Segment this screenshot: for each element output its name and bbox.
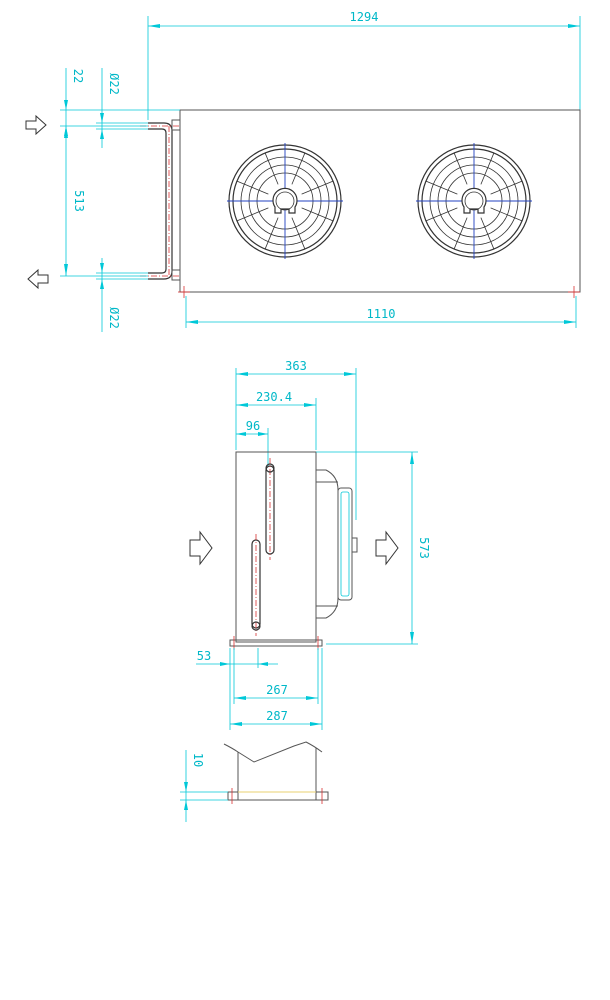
- dim-pipe-diameter-top-text: Ø22: [107, 73, 121, 95]
- dim-pipe-diameter-bottom: Ø22: [96, 258, 148, 332]
- dim-foot-outer: 287: [230, 648, 323, 730]
- dim-connection-offset-text: 22: [71, 69, 85, 83]
- airflow-arrow-icon: [189, 530, 213, 566]
- dim-foot-offset-text: 53: [197, 649, 211, 663]
- dim-foot-offset: 53: [196, 648, 278, 730]
- fan-guard-part: [453, 152, 468, 185]
- fan-guard-part: [464, 191, 484, 211]
- fan-guard-part: [480, 152, 495, 185]
- fan-guard-part: [480, 217, 495, 250]
- pipe-header: [140, 119, 181, 281]
- dim-height-text: 573: [417, 537, 431, 559]
- housing-side: [235, 451, 317, 643]
- dim-body-length-text: 1110: [367, 307, 396, 321]
- fan-guard-part: [236, 207, 269, 222]
- airflow-arrow-icon: [27, 268, 49, 290]
- dim-side-depth-body-text: 230.4: [256, 390, 292, 404]
- fan-guard-part: [425, 180, 458, 195]
- foot-detail-view: 10: [180, 741, 329, 822]
- dim-pipe-position-text: 96: [246, 419, 260, 433]
- dim-foot-outer-text: 287: [266, 709, 288, 723]
- dim-overall-length: 1294: [147, 10, 581, 120]
- fan-guard-part: [275, 191, 295, 211]
- mounting-foot: [229, 639, 323, 647]
- top-view: 1294 22: [25, 10, 581, 332]
- dim-foot-thickness-text: 10: [191, 753, 205, 767]
- fan-guard-part: [236, 180, 269, 195]
- fan-guard-part: [264, 152, 279, 185]
- dim-foot-inner: 267: [233, 648, 319, 704]
- dim-pipe-diameter-bottom-text: Ø22: [107, 307, 121, 329]
- dim-foot-thickness: 10: [180, 750, 228, 822]
- fan-guard-part: [291, 152, 306, 185]
- side-pipes: [251, 458, 275, 636]
- fan-guard-part: [490, 180, 523, 195]
- dim-body-length: 1110: [185, 296, 577, 328]
- fan-guard-part: [264, 217, 279, 250]
- dim-side-depth-text: 363: [285, 359, 307, 373]
- dim-side-depth: 363: [235, 359, 357, 520]
- dim-connection-spacing: 513: [60, 126, 148, 277]
- dim-height: 573: [316, 451, 431, 645]
- airflow-arrow-icon: [375, 530, 399, 566]
- fan-guard-part: [291, 217, 306, 250]
- fan-guard-part: [453, 217, 468, 250]
- dim-side-depth-body: 230.4: [236, 390, 317, 450]
- dim-connection-spacing-text: 513: [72, 190, 86, 212]
- side-view: 363 230.4 96: [189, 359, 431, 730]
- fan-guard-part: [301, 207, 334, 222]
- airflow-arrow-icon: [25, 114, 47, 136]
- fan-guard-part: [425, 207, 458, 222]
- dim-foot-inner-text: 267: [266, 683, 288, 697]
- fan-guard-left: [227, 143, 343, 259]
- dim-pipe-position: 96: [236, 419, 269, 466]
- dim-pipe-diameter-top: Ø22: [96, 68, 148, 148]
- fan-guard-right: [416, 143, 532, 259]
- fan-guard-part: [301, 180, 334, 195]
- fan-shroud: [316, 469, 339, 619]
- fan-guard-part: [490, 207, 523, 222]
- dim-overall-length-text: 1294: [350, 10, 379, 24]
